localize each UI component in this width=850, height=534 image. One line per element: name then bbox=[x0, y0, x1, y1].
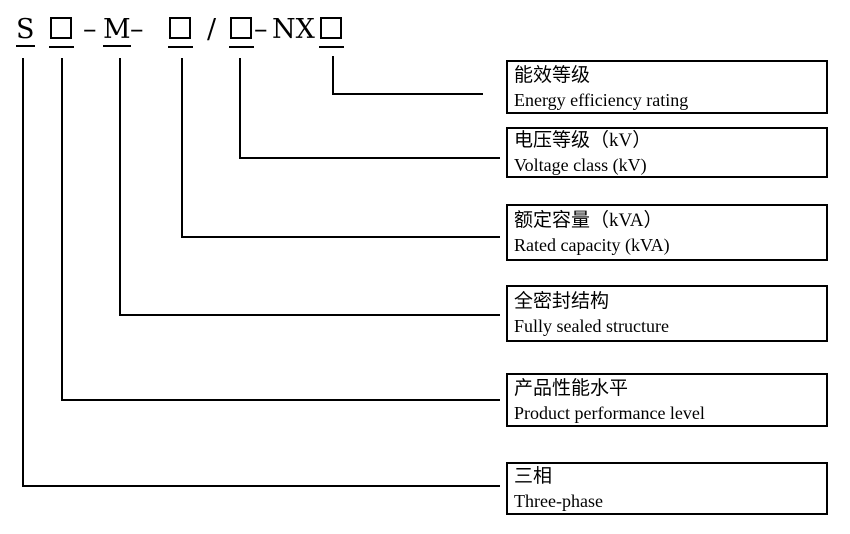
label-box-product-performance: 产品性能水平 Product performance level bbox=[506, 373, 828, 427]
formula-letter-m: M bbox=[103, 14, 131, 47]
label-box-rated-capacity: 额定容量（kVA） Rated capacity (kVA) bbox=[506, 204, 828, 261]
formula-letters-nx: NX bbox=[272, 14, 315, 45]
label-en: Three-phase bbox=[514, 491, 603, 511]
placeholder-box-icon bbox=[230, 17, 252, 39]
label-en: Energy efficiency rating bbox=[514, 89, 689, 110]
placeholder-box-icon bbox=[320, 17, 342, 39]
connector-rated-capacity bbox=[181, 58, 500, 238]
label-en: Fully sealed structure bbox=[514, 316, 669, 336]
formula-dash-2: – bbox=[130, 14, 144, 45]
label-box-fully-sealed: 全密封结构 Fully sealed structure bbox=[506, 285, 828, 342]
formula-dash-1: – bbox=[83, 14, 97, 45]
label-box-voltage-class: 电压等级（kV） Voltage class (kV) bbox=[506, 127, 828, 178]
formula-placeholder-1 bbox=[49, 17, 74, 48]
model-code-formula: S – M – / – NX bbox=[0, 0, 850, 56]
connector-fully-sealed bbox=[119, 58, 500, 316]
connector-three-phase bbox=[22, 58, 500, 487]
label-zh: 全密封结构 bbox=[514, 291, 610, 312]
label-zh: 电压等级（kV） bbox=[514, 130, 652, 151]
label-en: Product performance level bbox=[514, 402, 705, 423]
formula-letter-s: S bbox=[16, 14, 35, 47]
label-box-energy-efficiency: 能效等级 Energy efficiency rating bbox=[506, 60, 828, 114]
label-box-three-phase: 三相 Three-phase bbox=[506, 462, 828, 515]
connector-energy-efficiency bbox=[332, 56, 483, 95]
placeholder-box-icon bbox=[50, 17, 72, 39]
formula-placeholder-3 bbox=[229, 17, 254, 48]
label-zh: 产品性能水平 bbox=[514, 377, 629, 399]
label-en: Voltage class (kV) bbox=[514, 155, 647, 175]
connector-voltage-class bbox=[239, 58, 500, 159]
formula-dash-3: – bbox=[254, 14, 268, 45]
formula-placeholder-4 bbox=[319, 17, 344, 48]
label-zh: 能效等级 bbox=[514, 64, 591, 86]
formula-placeholder-2 bbox=[168, 17, 193, 48]
label-zh: 三相 bbox=[514, 466, 553, 487]
label-en: Rated capacity (kVA) bbox=[514, 235, 670, 255]
placeholder-box-icon bbox=[169, 17, 191, 39]
formula-slash: / bbox=[207, 14, 217, 45]
label-zh: 额定容量（kVA） bbox=[514, 210, 663, 231]
connector-product-performance bbox=[61, 58, 500, 401]
